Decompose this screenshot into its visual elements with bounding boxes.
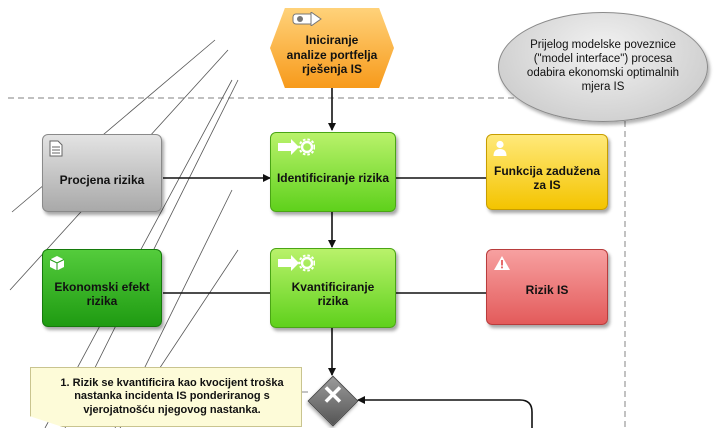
- note-text: 1. Rizik se kvantificira kao kvocijent t…: [60, 377, 284, 416]
- identificiranje-label: Identificiranje rizika: [276, 170, 390, 185]
- function-identificiranje-rizika[interactable]: Identificiranje rizika: [270, 132, 396, 212]
- org-funkcija-zaduzena[interactable]: Funkcija zadužena za IS: [486, 134, 608, 210]
- ekonomski-label: Ekonomski efekt rizika: [54, 279, 150, 308]
- arrow-right-icon: [292, 11, 322, 29]
- xor-gateway-icon: ✕: [322, 380, 344, 410]
- risk-rizik-is[interactable]: Rizik IS: [486, 249, 608, 325]
- output-ekonomski-efekt[interactable]: Ekonomski efekt rizika: [42, 249, 162, 327]
- edge-loop-to-gateway: [357, 396, 533, 428]
- function-kvantificiranje-rizika[interactable]: Kvantificiranje rizika: [270, 248, 396, 328]
- warning-icon: [493, 255, 511, 274]
- lane-border: [8, 97, 626, 428]
- start-event-label: Iniciranje analize portfelja rješenja IS: [286, 33, 378, 77]
- start-event-iniciranje[interactable]: Iniciranje analize portfelja rješenja IS: [270, 8, 394, 88]
- note-kvantifikacija: 1. Rizik se kvantificira kao kvocijent t…: [30, 367, 302, 427]
- person-icon: [493, 140, 507, 159]
- gear-arrow-icon: [277, 138, 316, 159]
- rizik-label: Rizik IS: [525, 282, 569, 297]
- funkcija-label: Funkcija zadužena za IS: [493, 163, 601, 192]
- info-procjena-rizika[interactable]: Procjena rizika: [42, 134, 162, 212]
- model-interface-annotation: Prijelog modelske poveznice ("model inte…: [498, 12, 708, 122]
- document-icon: [49, 140, 63, 160]
- gear-arrow-icon: [277, 254, 316, 275]
- annotation-text: Prijelog modelske poveznice ("model inte…: [526, 39, 680, 93]
- kvantificiranje-label: Kvantificiranje rizika: [291, 279, 375, 308]
- connectors: [163, 87, 533, 428]
- procjena-label: Procjena rizika: [59, 172, 145, 187]
- cube-icon: [49, 255, 65, 274]
